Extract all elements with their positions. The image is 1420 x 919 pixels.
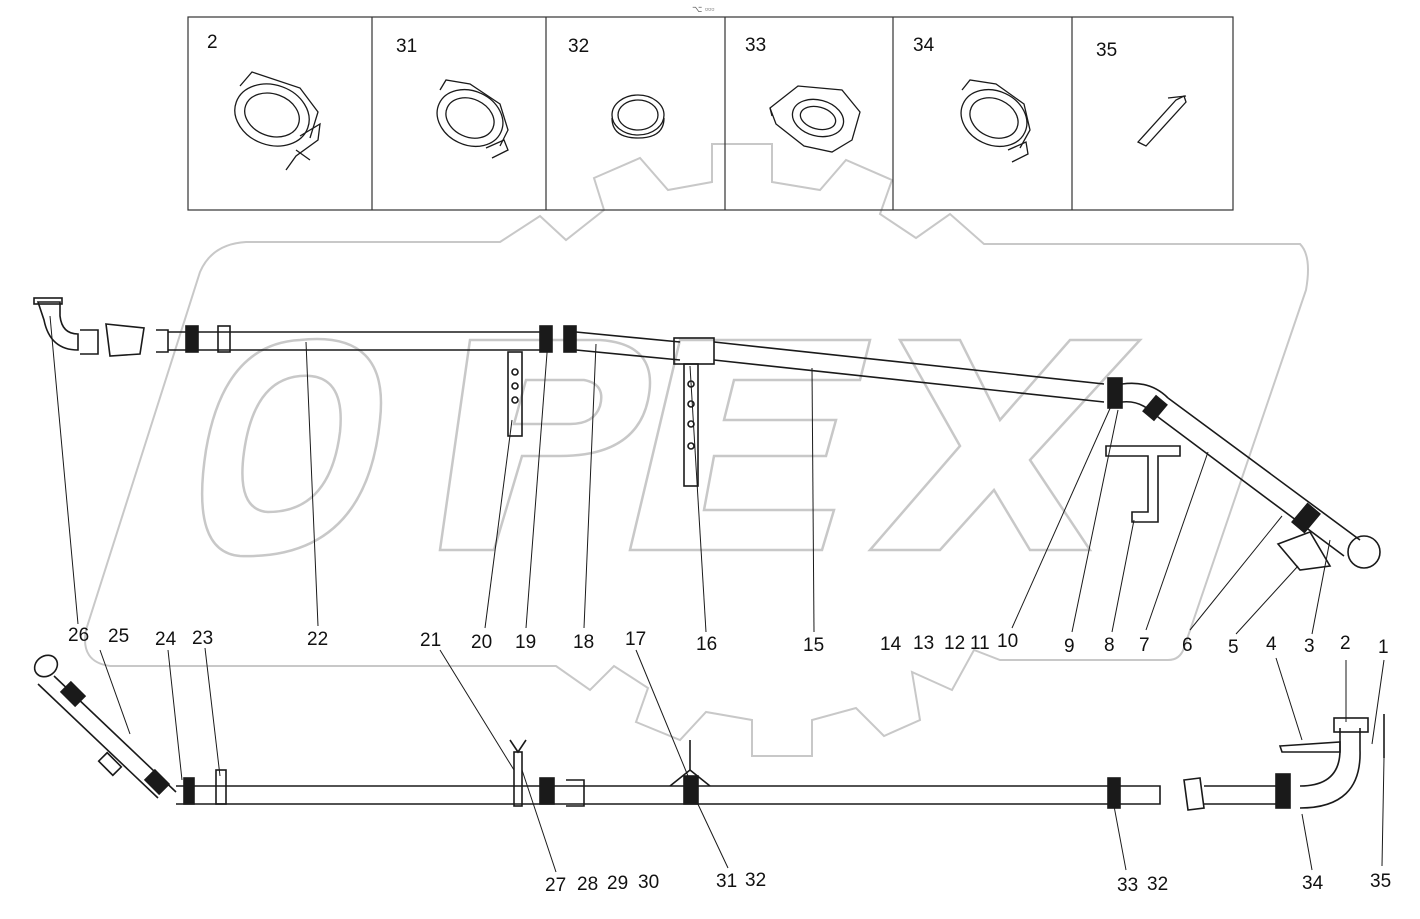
callout-16: 16 [696, 634, 718, 655]
callout-26: 26 [68, 625, 90, 646]
callout-23: 23 [192, 628, 214, 649]
detail-label-2: 2 [207, 32, 218, 53]
callout-7: 7 [1139, 635, 1150, 656]
callout-6: 6 [1182, 635, 1193, 656]
callout-32-lower: 32 [745, 870, 767, 891]
callout-4: 4 [1266, 634, 1277, 655]
callout-29: 29 [607, 873, 629, 894]
callout-32-right: 32 [1147, 874, 1169, 895]
part-seal-ring [611, 94, 665, 139]
callout-14: 14 [880, 634, 902, 655]
lower-pipeline [33, 654, 1385, 811]
callout-17: 17 [625, 629, 647, 650]
callout-5: 5 [1228, 637, 1239, 658]
callout-24: 24 [155, 629, 177, 650]
callout-19: 19 [515, 632, 537, 653]
detail-label-31: 31 [396, 36, 418, 57]
callout-22: 22 [307, 629, 329, 650]
callout-35-lower: 35 [1370, 871, 1392, 892]
callout-8: 8 [1104, 635, 1115, 656]
upper-pipeline [33, 297, 1381, 571]
callout-21: 21 [420, 630, 442, 651]
watermark-gear [84, 143, 1309, 757]
detail-parts [234, 71, 1187, 171]
callout-13: 13 [913, 633, 935, 654]
leader-lines [49, 315, 1385, 873]
watermark-letters [200, 337, 1143, 558]
callout-9: 9 [1064, 636, 1075, 657]
callout-33-lower: 33 [1117, 875, 1139, 896]
callout-30: 30 [638, 872, 660, 893]
part-split-clamp-alt [960, 79, 1031, 163]
callout-18: 18 [573, 632, 595, 653]
callout-2: 2 [1340, 633, 1351, 654]
callout-27: 27 [545, 875, 567, 896]
callout-28: 28 [577, 874, 599, 895]
callout-20: 20 [471, 632, 493, 653]
detail-label-32: 32 [568, 36, 590, 57]
callout-10: 10 [997, 631, 1019, 652]
part-clamp-with-handle [234, 71, 321, 171]
callout-31-lower: 31 [716, 871, 738, 892]
callout-1: 1 [1378, 637, 1389, 658]
part-split-clamp [436, 79, 509, 159]
callout-11: 11 [970, 633, 990, 654]
callout-3: 3 [1304, 636, 1315, 657]
part-bracket-clamp [769, 85, 861, 153]
detail-panel-frame [187, 16, 1234, 211]
top-mark: ⌥ ▫▫▫ [692, 4, 715, 14]
callout-15: 15 [803, 635, 825, 656]
detail-label-35: 35 [1096, 40, 1118, 61]
part-lever-pin [1136, 95, 1187, 147]
detail-label-34: 34 [913, 35, 935, 56]
detail-label-33: 33 [745, 35, 767, 56]
callout-12: 12 [944, 633, 966, 654]
callout-25: 25 [108, 626, 130, 647]
callout-34-lower: 34 [1302, 873, 1324, 894]
